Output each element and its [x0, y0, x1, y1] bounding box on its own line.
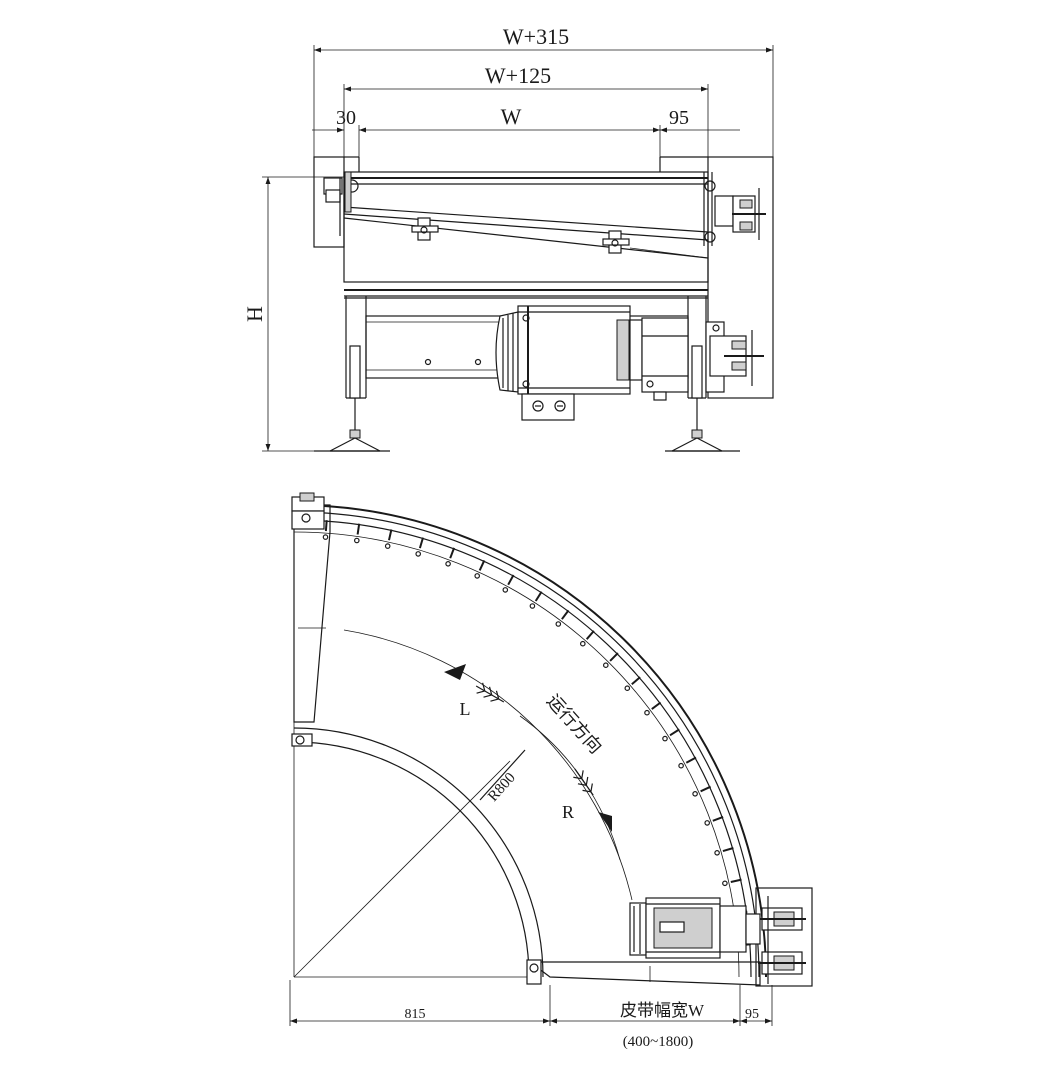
direction-label: 运行方向: [543, 691, 606, 758]
chain-tooth: [730, 878, 742, 883]
front-view: W+315 W+125 30 W 95 H: [242, 24, 774, 452]
chain-roller: [579, 640, 586, 647]
chain-roller: [602, 662, 609, 669]
chain-tooth: [356, 523, 361, 535]
dim-left-label: 30: [336, 107, 356, 129]
belt-range-label: (400~1800): [623, 1034, 694, 1050]
chain-tooth: [609, 652, 619, 662]
dim-frame-label: W+125: [485, 63, 551, 88]
dim-total-label: W+315: [503, 24, 569, 49]
chain-roller: [555, 621, 562, 627]
dir-right-label: R: [562, 802, 574, 822]
chain-roller: [415, 551, 422, 557]
chain-tooth: [561, 609, 570, 620]
dir-left-label: L: [460, 699, 471, 719]
chain-roller: [445, 560, 451, 567]
chain-tooth: [388, 529, 393, 541]
chain-roller: [722, 880, 728, 887]
chain-roller: [678, 762, 684, 769]
dim-height-label: H: [242, 306, 267, 322]
chain-tooth: [507, 574, 515, 586]
chain-tooth: [585, 630, 595, 640]
chain-tooth: [712, 815, 724, 822]
chain-tooth: [324, 520, 328, 532]
chain-tooth: [534, 591, 543, 602]
chain-roller: [502, 587, 509, 593]
chain-tooth: [478, 559, 486, 571]
chain-tooth: [449, 547, 456, 559]
chain-roller: [714, 849, 720, 856]
chain-roller: [529, 603, 536, 609]
dim-right-label-plan: 95: [745, 1007, 759, 1022]
chain-roller: [704, 820, 711, 826]
dim-right-label: 95: [669, 107, 689, 129]
dim-belt-label: W: [501, 104, 522, 129]
radius-label: R800: [485, 770, 519, 805]
chain-roller: [474, 573, 481, 579]
chain-tooth: [722, 847, 734, 853]
chain-roller: [624, 685, 631, 692]
chain-tooth: [631, 676, 641, 686]
chain-roller: [384, 543, 391, 549]
chain-tooth: [685, 756, 697, 764]
dim-inner-label: 815: [405, 1007, 426, 1022]
chain-roller: [662, 735, 668, 742]
chain-roller: [322, 534, 329, 540]
chain-roller: [353, 537, 360, 544]
dim-belt-width-label: 皮带幅宽W: [620, 1001, 705, 1020]
chain-roller: [644, 709, 650, 716]
chain-tooth: [669, 728, 680, 737]
plan-view: R800: [289, 492, 813, 1050]
chain-tooth: [700, 785, 712, 793]
chain-tooth: [418, 537, 424, 549]
chain-roller: [692, 790, 698, 797]
chain-tooth: [651, 701, 662, 710]
